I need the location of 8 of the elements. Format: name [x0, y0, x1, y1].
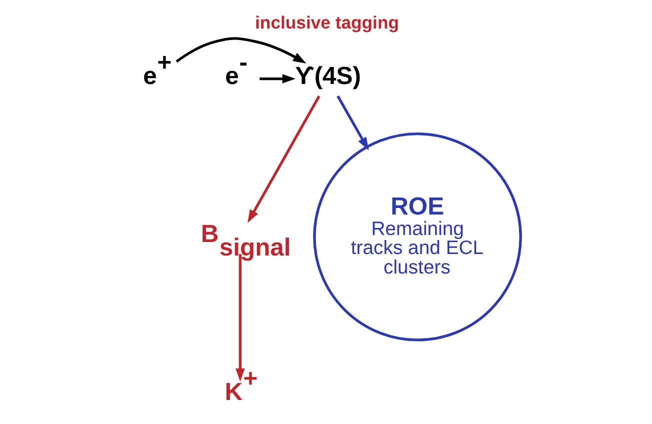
- node-circle: ROE Remaining tracks and ECL clusters: [312, 132, 522, 342]
- node-text: ϒ(4S): [294, 62, 360, 90]
- diagram-title: inclusive tagging: [254, 12, 399, 33]
- arrow: [336, 95, 368, 151]
- arrow: [247, 95, 320, 224]
- arrow: [175, 37, 306, 64]
- arrow: [259, 74, 296, 84]
- arrow: [235, 254, 244, 382]
